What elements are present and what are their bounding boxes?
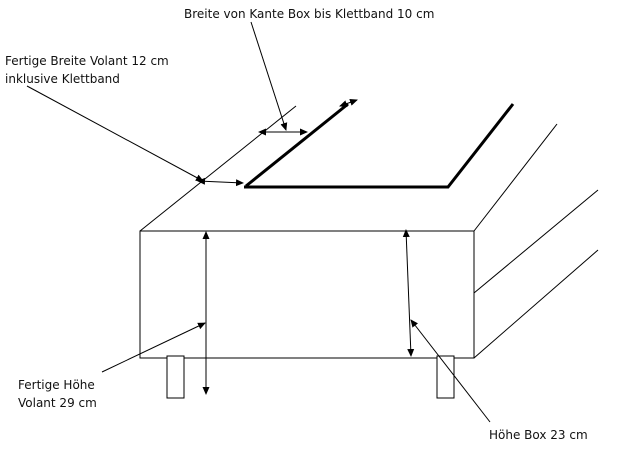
box-side-bottom-edge <box>473 249 599 359</box>
label-fertige-hoehe-line1: Fertige Höhe <box>18 378 95 392</box>
box-foot-right <box>436 355 455 399</box>
box-top-left-edge <box>139 105 297 232</box>
arrow-velcro-tip <box>339 99 358 107</box>
arrow-box-height <box>402 229 415 357</box>
label-fertige-hoehe-line2: Volant 29 cm <box>18 396 97 410</box>
label-hoehe-box: Höhe Box 23 cm <box>489 428 588 442</box>
box-side-middle-edge <box>473 189 599 294</box>
box-front-face <box>139 230 475 359</box>
velcro-strip-left-diagonal <box>245 102 349 188</box>
leader-breite-kante <box>250 21 288 131</box>
leader-fertige-hoehe <box>101 322 206 373</box>
label-breite-kante: Breite von Kante Box bis Klettband 10 cm <box>184 7 435 21</box>
box-top-right-edge <box>473 123 558 232</box>
label-fertige-breite-line2: inklusive Klettband <box>5 72 120 86</box>
label-fertige-breite-line1: Fertige Breite Volant 12 cm <box>5 54 169 68</box>
velcro-strip <box>244 103 515 189</box>
leader-hoehe-box <box>410 319 491 423</box>
box-foot-left <box>166 355 185 399</box>
leader-fertige-breite <box>26 85 204 182</box>
arrow-total-width <box>197 177 244 187</box>
